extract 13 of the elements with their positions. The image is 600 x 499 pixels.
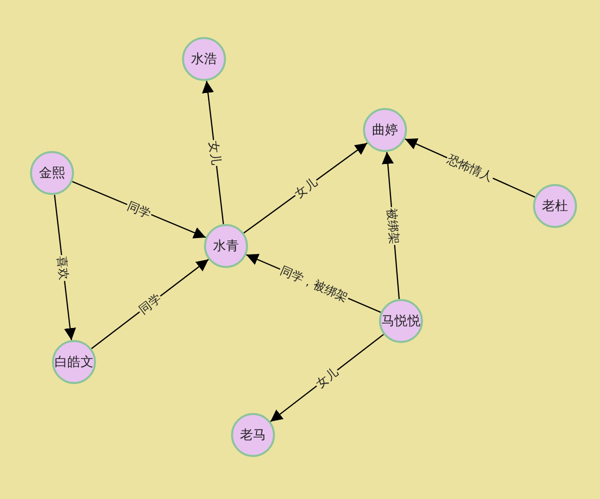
name-circle: 老杜	[533, 184, 577, 228]
edge-label: 喜欢	[54, 254, 72, 282]
edge-label: 恐怖情人	[444, 151, 496, 185]
edge-label: 同学，被绑架	[276, 262, 350, 304]
edge-label: 被绑架	[384, 206, 402, 246]
name-circle: 白皓文	[52, 340, 96, 384]
name-circle: 水浩	[182, 37, 226, 81]
name-circle: 水青	[204, 224, 248, 268]
name-circle: 老马	[231, 413, 275, 457]
name-circle: 曲婷	[363, 108, 407, 152]
name-circle: 金熙	[30, 151, 74, 195]
name-circle: 马悦悦	[379, 299, 423, 343]
edge-label: 女儿	[206, 138, 224, 166]
